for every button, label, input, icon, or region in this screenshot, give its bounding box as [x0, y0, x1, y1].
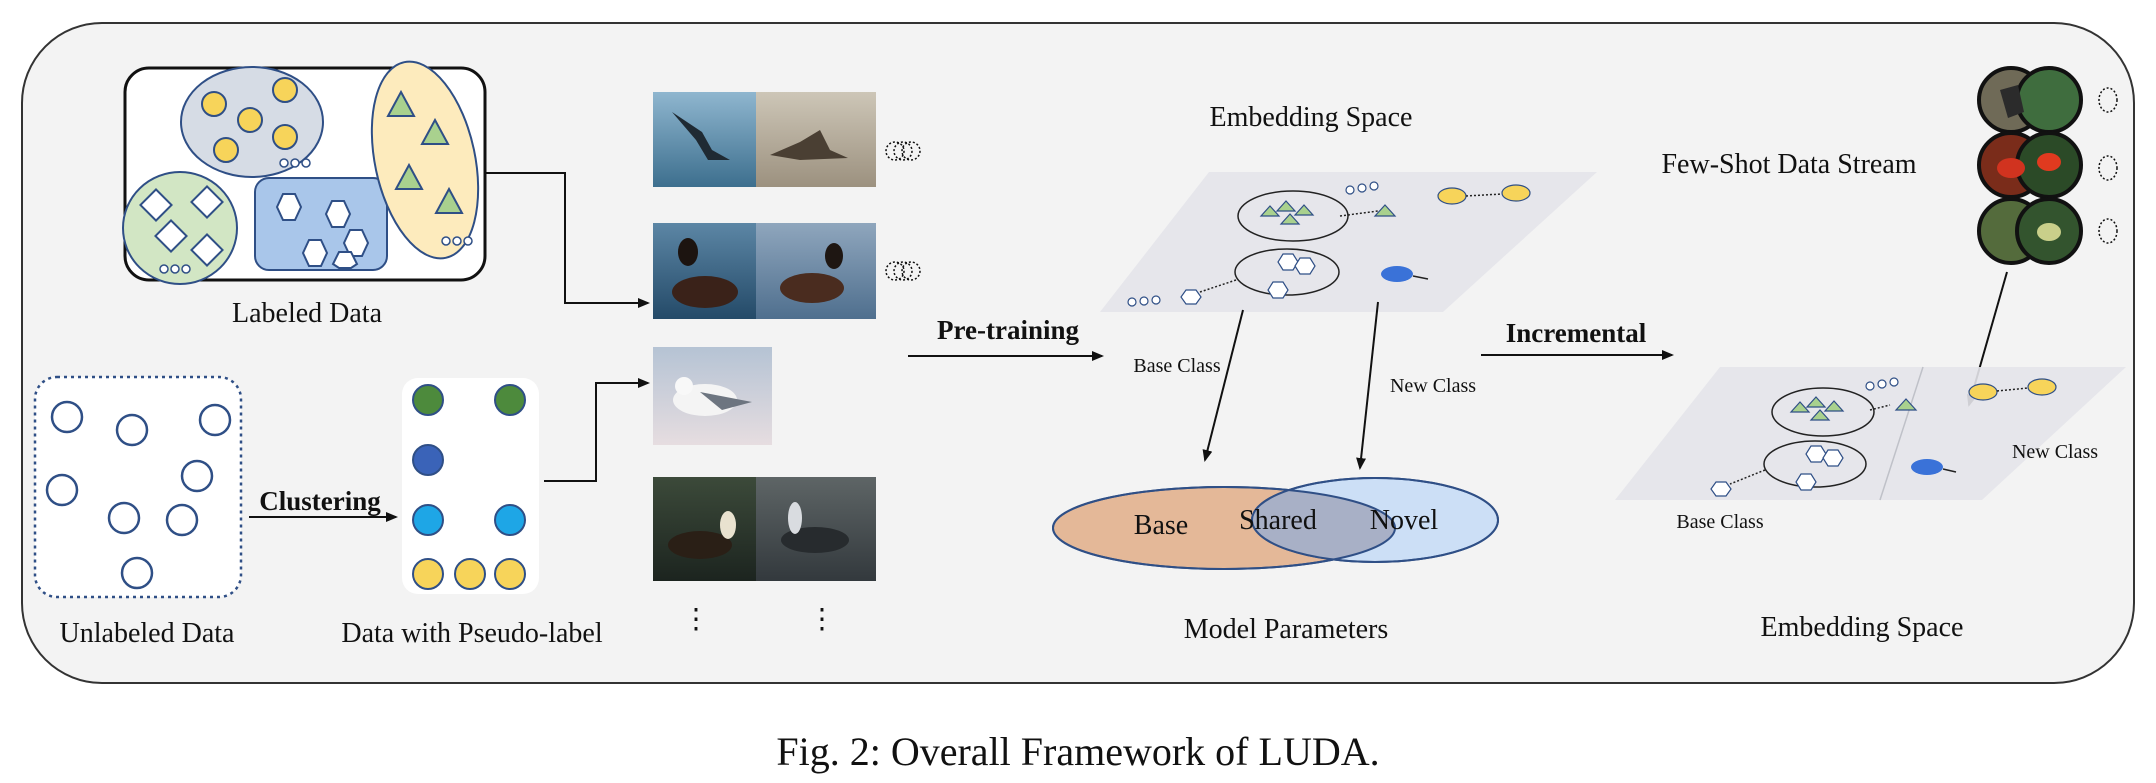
few-shot-stream-label: Few-Shot Data Stream [1661, 149, 1916, 180]
new-class-label-top: New Class [1390, 375, 1476, 397]
base-class-label-bottom: Base Class [1676, 511, 1763, 533]
few-shot-stream-images [1977, 66, 2118, 265]
ellipsis-2: ⋮ [808, 604, 836, 635]
labeled-data-box [122, 60, 487, 285]
labeled-data-label: Labeled Data [232, 298, 383, 329]
new-class-arrow [1356, 301, 1379, 470]
figure-caption: Fig. 2: Overall Framework of LUDA. [776, 729, 1379, 774]
bird-image-row-3 [653, 347, 772, 445]
pretraining-label: Pre-training [937, 315, 1079, 345]
model-parameters-venn [1052, 477, 1499, 570]
model-parameters-label: Model Parameters [1184, 614, 1389, 645]
new-class-label-bottom: New Class [2012, 441, 2098, 463]
pseudo-label-label: Data with Pseudo-label [341, 618, 602, 649]
embedding-space-bottom-title: Embedding Space [1761, 612, 1964, 643]
unlabeled-data-label: Unlabeled Data [60, 618, 235, 649]
clustering-label: Clustering [259, 486, 381, 516]
main-panel [21, 22, 2135, 684]
unlabeled-data-box [33, 375, 243, 599]
bird-image-row-4 [653, 477, 876, 581]
embedding-space-top [1100, 172, 1597, 312]
incremental-label: Incremental [1506, 318, 1647, 348]
base-label: Base [1134, 510, 1188, 541]
shared-label: Shared [1239, 505, 1317, 536]
novel-label: Novel [1370, 505, 1439, 536]
labeled-to-images-arrow [485, 172, 650, 308]
bird-image-row-2 [653, 223, 921, 319]
embedding-space-top-title: Embedding Space [1210, 102, 1413, 133]
bird-image-row-1 [653, 92, 921, 187]
base-class-arrow [1202, 309, 1244, 462]
ellipsis-1: ⋮ [682, 604, 710, 635]
base-class-label-top: Base Class [1133, 355, 1220, 377]
pseudo-label-box [402, 378, 539, 594]
pseudo-to-images-arrow [544, 378, 650, 482]
embedding-space-bottom [1615, 366, 2126, 501]
